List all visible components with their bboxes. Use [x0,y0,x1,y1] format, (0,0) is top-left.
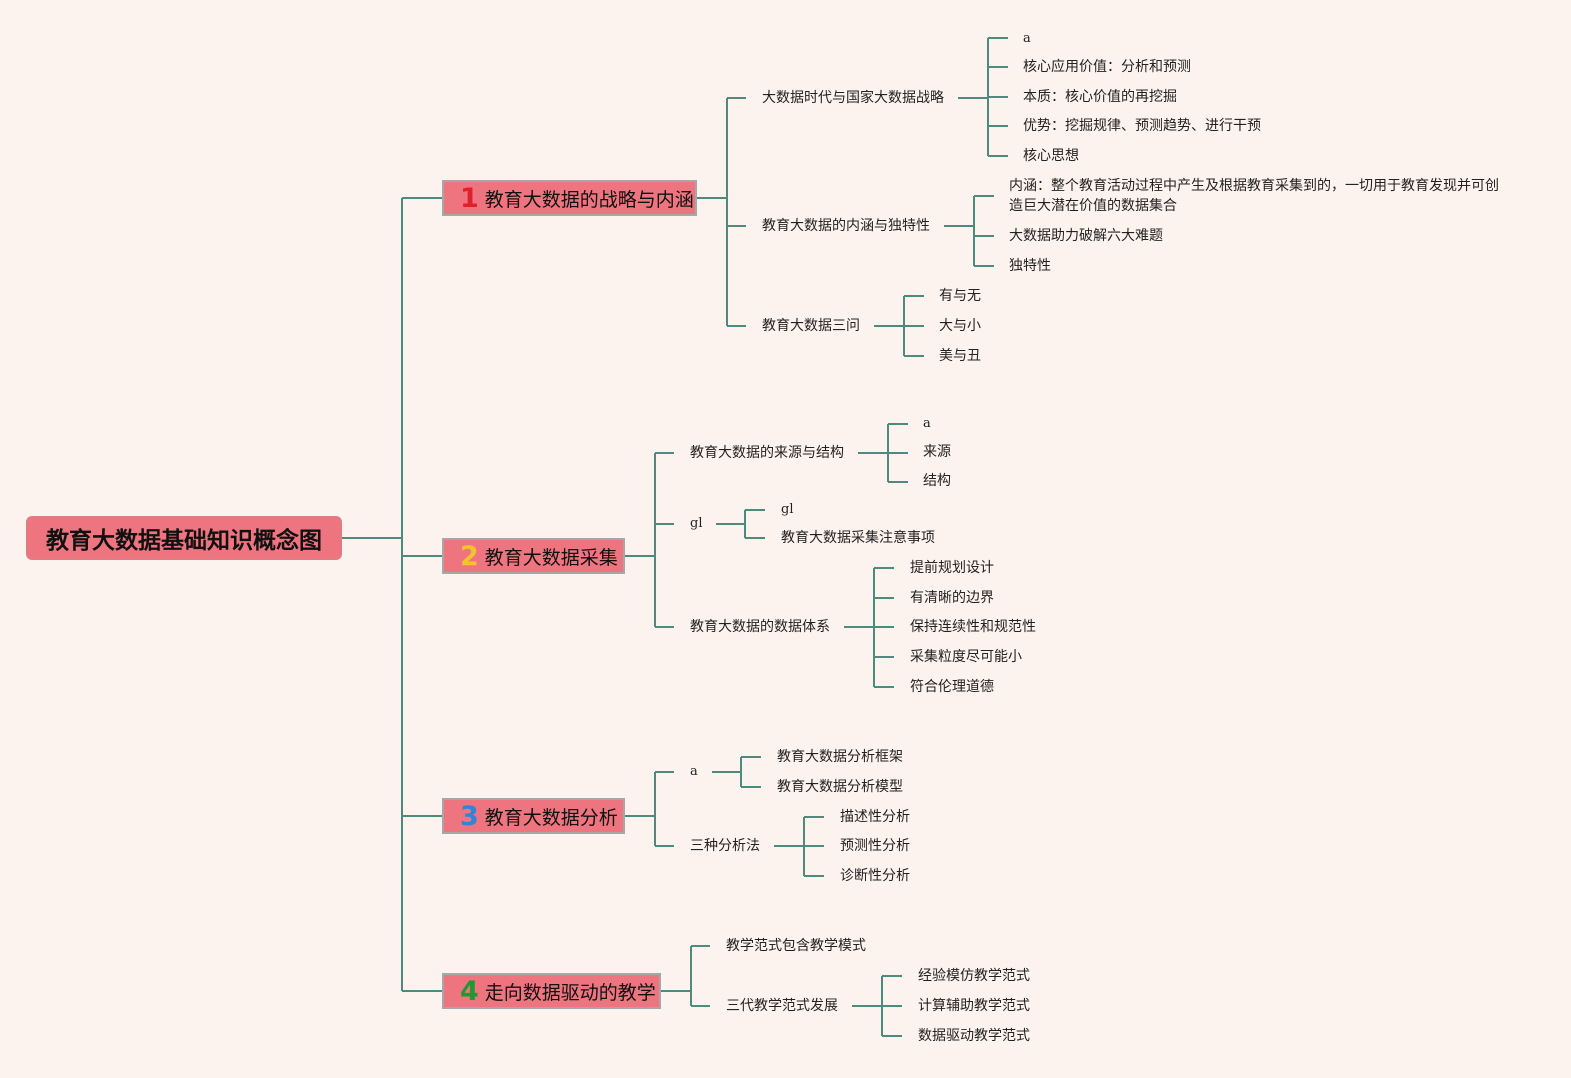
leaf-2-2-1[interactable]: gl [781,502,794,517]
leaf-2-1-2[interactable]: 来源 [923,444,951,460]
leaf-4-2-3[interactable]: 数据驱动教学范式 [918,1028,1030,1044]
branch-node-3[interactable]: 3 教育大数据分析 [442,798,625,834]
leaf-3-2-2[interactable]: 预测性分析 [840,838,910,854]
number-4-icon: 4 [460,975,479,1007]
leaf-1-2-2[interactable]: 大数据助力破解六大难题 [1009,228,1163,244]
leaf-1-1-4[interactable]: 优势：挖掘规律、预测趋势、进行干预 [1023,118,1261,134]
branch-node-1[interactable]: 1 教育大数据的战略与内涵 [442,180,697,216]
leaf-2-3-2[interactable]: 有清晰的边界 [910,590,994,606]
leaf-2-3-3[interactable]: 保持连续性和规范性 [910,619,1036,635]
leaf-2-3-4[interactable]: 采集粒度尽可能小 [910,649,1022,665]
connector-b2-c1 [858,423,908,483]
topic-4-2[interactable]: 三代教学范式发展 [726,998,838,1014]
branch-label-4: 走向数据驱动的教学 [484,981,656,1004]
connector-b1-spine [696,97,746,327]
leaf-1-3-2[interactable]: 大与小 [939,318,981,334]
branch-label-1: 教育大数据的战略与内涵 [484,188,694,211]
topic-2-1[interactable]: 教育大数据的来源与结构 [690,445,844,461]
connector-b2-c3 [844,567,894,688]
leaf-1-2-1[interactable]: 内涵：整个教育活动过程中产生及根据教育采集到的，一切用于教育发现并可创造巨大潜在… [1009,178,1499,214]
topic-1-1[interactable]: 大数据时代与国家大数据战略 [762,90,944,106]
leaf-1-1-1[interactable]: a [1023,31,1031,46]
topic-1-3[interactable]: 教育大数据三问 [762,318,860,334]
connector-b3-spine [624,771,674,847]
leaf-3-2-3[interactable]: 诊断性分析 [840,868,910,884]
topic-3-2[interactable]: 三种分析法 [690,838,760,854]
connector-b4-c2 [852,975,902,1037]
topic-1-2[interactable]: 教育大数据的内涵与独特性 [762,218,930,234]
branch-node-2[interactable]: 2 教育大数据采集 [442,538,625,574]
topic-2-3[interactable]: 教育大数据的数据体系 [690,619,830,635]
connector-b4-spine [660,945,710,1007]
leaf-3-1-2[interactable]: 教育大数据分析模型 [777,779,903,795]
branch-label-2: 教育大数据采集 [484,546,618,569]
branch-node-4[interactable]: 4 走向数据驱动的教学 [442,973,661,1009]
leaf-3-1-1[interactable]: 教育大数据分析框架 [777,749,903,765]
topic-2-2[interactable]: gl [690,516,703,531]
branch-label-3: 教育大数据分析 [484,806,618,829]
leaf-3-2-1[interactable]: 描述性分析 [840,809,910,825]
leaf-4-2-1[interactable]: 经验模仿教学范式 [918,968,1030,984]
leaf-1-1-5[interactable]: 核心思想 [1023,148,1079,164]
leaf-1-3-3[interactable]: 美与丑 [939,348,981,364]
root-node[interactable]: 教育大数据基础知识概念图 [26,516,342,560]
number-1-icon: 1 [460,182,479,214]
topic-4-1[interactable]: 教学范式包含教学模式 [726,938,866,954]
leaf-2-3-1[interactable]: 提前规划设计 [910,560,994,576]
leaf-2-3-5[interactable]: 符合伦理道德 [910,679,994,695]
connector-b1-c1 [958,37,1008,157]
connector-b2-c2 [716,509,765,539]
leaf-2-2-2[interactable]: 教育大数据采集注意事项 [781,530,935,546]
connector-b2-spine [624,452,674,628]
connector-b3-c1 [712,756,761,788]
leaf-1-3-1[interactable]: 有与无 [939,288,981,304]
leaf-1-1-2[interactable]: 核心应用价值：分析和预测 [1023,59,1191,75]
connector-b3-c2 [774,816,824,877]
leaf-1-2-3[interactable]: 独特性 [1009,258,1051,274]
leaf-1-1-3[interactable]: 本质：核心价值的再挖掘 [1023,89,1177,105]
number-3-icon: 3 [460,800,479,832]
number-2-icon: 2 [460,540,479,572]
connector-b1-c3 [874,295,924,357]
leaf-2-1-3[interactable]: 结构 [923,473,951,489]
connector-b1-c2 [944,195,994,267]
topic-3-1[interactable]: a [690,764,698,779]
leaf-4-2-2[interactable]: 计算辅助教学范式 [918,998,1030,1014]
leaf-2-1-1[interactable]: a [923,416,931,431]
